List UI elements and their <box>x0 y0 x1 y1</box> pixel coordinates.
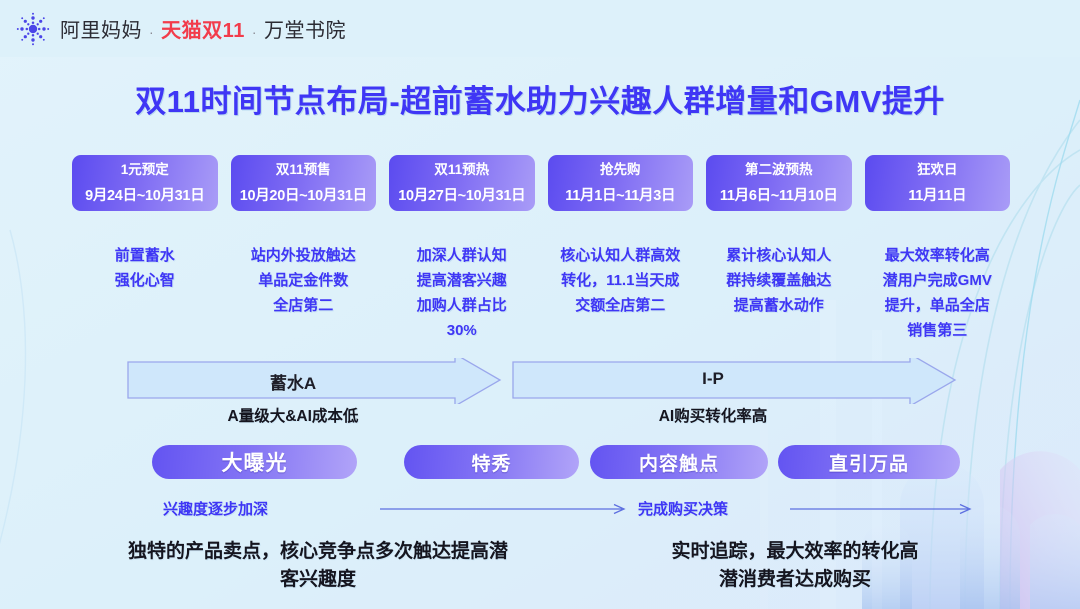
description-line: 群持续覆盖触达 <box>726 272 832 289</box>
stage-description-row: 前置蓄水强化心智站内外投放触达单品定金件数全店第二加深人群认知提高潜客兴趣加购人… <box>72 243 1010 343</box>
description-line: 提高潜客兴趣 <box>416 272 507 289</box>
arrow-sublabel-2: AI购买转化率高 <box>658 408 768 425</box>
description-line: 最大效率转化高 <box>884 247 990 264</box>
stage-card-yiyuan-yuding[interactable]: 1元预定 9月24日~10月31日 <box>72 155 218 211</box>
description-line: 核心认知人群高效 <box>560 247 681 264</box>
stage-card-date: 10月27日~10月31日 <box>398 188 526 204</box>
funnel-arrow-band: 蓄水A I-P A量级大&AI成本低 AI购买转化率高 <box>0 358 1080 425</box>
brand-alimama: 阿里妈妈 <box>60 20 142 42</box>
conclusion-right-line: 实时追踪，最大效率的转化高 <box>671 541 919 562</box>
stage-card-date: 11月6日~11月10日 <box>719 188 838 204</box>
brand-lockup: 阿里妈妈 · 天猫双11 · 万堂书院 <box>60 14 346 43</box>
brand-separator-2: · <box>251 24 257 40</box>
stage-card-dierbo-yure[interactable]: 第二波预热 11月6日~11月10日 <box>706 155 852 211</box>
pill-label: 大曝光 <box>221 452 288 475</box>
description-line: 交额全店第二 <box>575 297 666 314</box>
brand-separator-1: · <box>149 24 155 40</box>
description-line: 前置蓄水 <box>114 247 175 264</box>
brand-tmall-double11: 天猫双11 <box>161 20 245 42</box>
stage-card-name: 1元预定 <box>120 162 169 177</box>
stage-card-date: 11月1日~11月3日 <box>565 188 676 204</box>
stage-card-shuang11-yure[interactable]: 双11预热 10月27日~10月31日 <box>389 155 535 211</box>
arrow-label-2: I-P <box>702 369 724 388</box>
stage-card-name: 第二波预热 <box>745 162 813 177</box>
pill-neirong-chudian[interactable]: 内容触点 <box>590 445 768 479</box>
stage-description-shuang11-yushou: 站内外投放触达单品定金件数全店第二 <box>231 243 377 318</box>
pill-label: 直引万品 <box>828 453 909 475</box>
description-line: 销售第三 <box>907 322 968 339</box>
page-title: 双11时间节点布局-超前蓄水助力兴趣人群增量和GMV提升 <box>135 84 945 119</box>
app-header: 阿里妈妈 · 天猫双11 · 万堂书院 <box>0 0 1080 57</box>
flow-arrows <box>380 503 972 515</box>
stage-description-dierbo-yure: 累计核心认知人群持续覆盖触达提高蓄水动作 <box>706 243 852 318</box>
description-line: 站内外投放触达 <box>250 247 356 264</box>
stage-description-yiyuan-yuding: 前置蓄水强化心智 <box>72 243 218 293</box>
description-line: 单品定金件数 <box>258 272 349 289</box>
stage-card-shuang11-yushou[interactable]: 双11预售 10月20日~10月31日 <box>230 155 376 211</box>
description-line: 潜用户完成GMV <box>882 272 992 289</box>
alimama-burst-icon <box>16 12 50 45</box>
stage-card-qiangxiangou[interactable]: 抢先购 11月1日~11月3日 <box>547 155 693 211</box>
conclusion-right-line: 潜消费者达成购买 <box>718 569 871 590</box>
arrow-sublabel-1: A量级大&AI成本低 <box>227 408 359 425</box>
description-line: 提高蓄水动作 <box>733 297 824 314</box>
description-line: 强化心智 <box>114 272 175 289</box>
stage-card-name: 双11预售 <box>275 162 331 177</box>
description-line: 全店第二 <box>273 297 334 314</box>
product-pill-row: 大曝光 特秀 内容触点 直引万品 <box>0 445 1080 481</box>
pill-label: 内容触点 <box>638 453 719 475</box>
description-line: 加购人群占比 <box>416 297 507 314</box>
pill-label: 特秀 <box>471 453 512 475</box>
stage-description-shuang11-yure: 加深人群认知提高潜客兴趣加购人群占比 30% <box>389 243 535 343</box>
brand-wantang-academy: 万堂书院 <box>264 20 346 42</box>
interest-flow-row: 兴趣度逐步加深 完成购买决策 <box>0 497 1080 521</box>
description-line: 提升，单品全店 <box>884 297 990 314</box>
stage-card-date: 10月20日~10月31日 <box>239 188 367 204</box>
arrow-label-1: 蓄水A <box>269 374 317 393</box>
pill-da-baoguang[interactable]: 大曝光 <box>152 445 357 479</box>
stage-card-date: 9月24日~10月31日 <box>85 188 205 204</box>
stage-card-row: 1元预定 9月24日~10月31日 双11预售 10月20日~10月31日 双11预热 1… <box>72 155 1010 211</box>
description-line: 30% <box>446 322 477 339</box>
stage-card-name: 狂欢日 <box>917 162 958 177</box>
conclusion-right: 实时追踪，最大效率的转化高潜消费者达成购买 <box>580 538 1010 594</box>
pill-te-xiu[interactable]: 特秀 <box>404 445 579 479</box>
description-line: 转化，11.1当天成 <box>561 272 680 289</box>
stage-card-name: 抢先购 <box>600 162 641 177</box>
stage-card-date: 11月11日 <box>908 188 967 204</box>
description-line: 累计核心认知人 <box>726 247 832 264</box>
stage-card-name: 双11预热 <box>434 162 490 177</box>
conclusion-left-line: 独特的产品卖点，核心竞争点多次触达提高潜 <box>127 541 508 562</box>
pill-zhiyin-wanpin[interactable]: 直引万品 <box>778 445 960 479</box>
conclusion-left: 独特的产品卖点，核心竞争点多次触达提高潜客兴趣度 <box>58 538 578 594</box>
conclusion-left-line: 客兴趣度 <box>279 569 356 590</box>
stage-card-kuanghuanri[interactable]: 狂欢日 11月11日 <box>864 155 1010 211</box>
stage-description-kuanghuanri: 最大效率转化高潜用户完成GMV 提升，单品全店销售第三 <box>865 243 1011 343</box>
description-line: 加深人群认知 <box>416 247 507 264</box>
stage-description-qiangxiangou: 核心认知人群高效转化，11.1当天成交额全店第二 <box>548 243 694 318</box>
